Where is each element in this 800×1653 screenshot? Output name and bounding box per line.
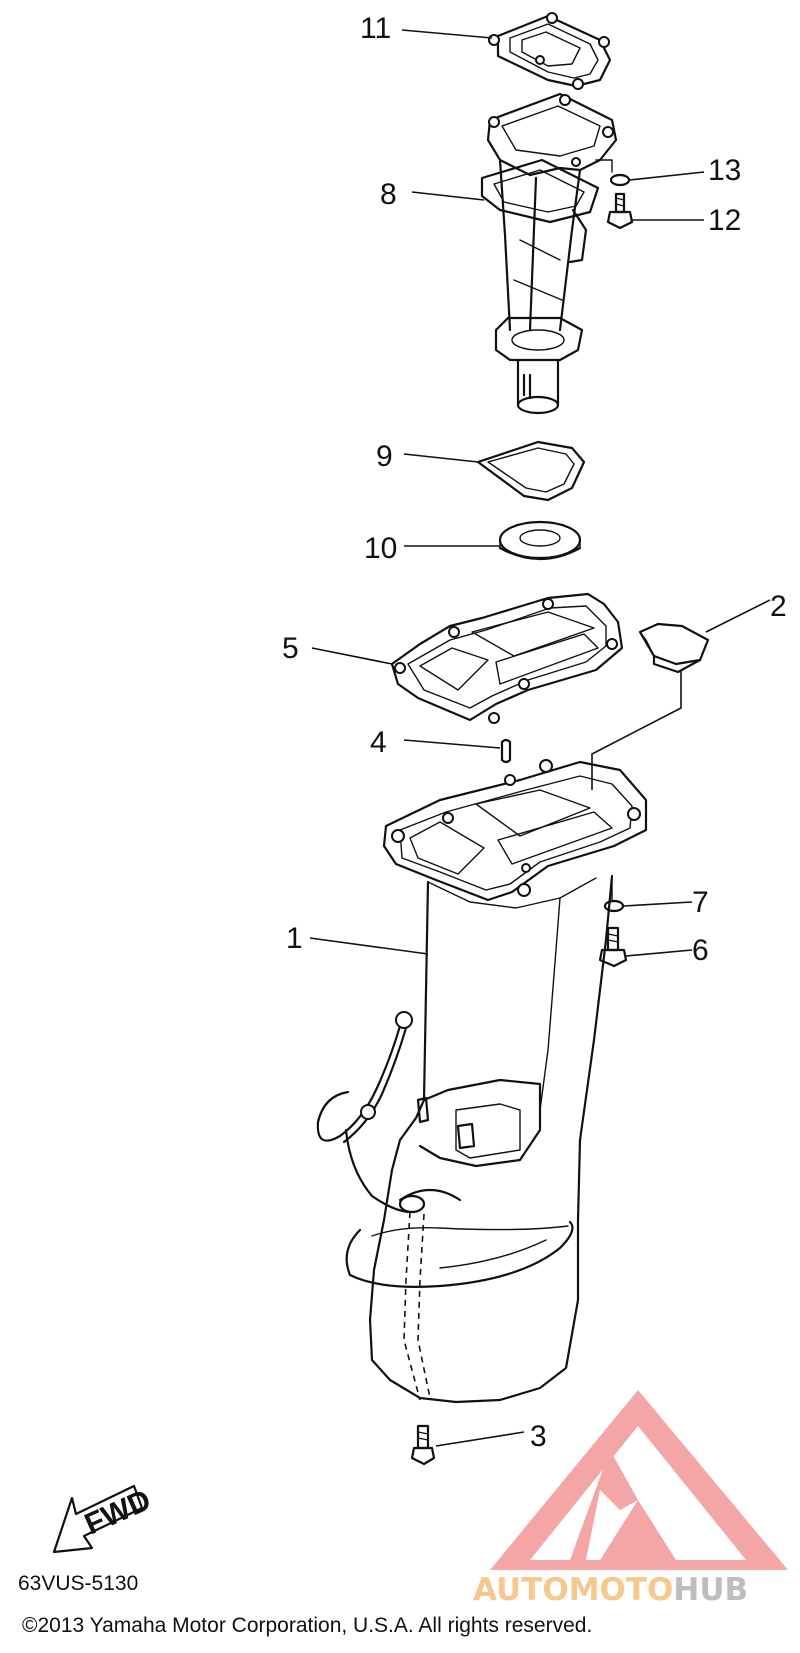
part-5-gasket — [390, 592, 624, 724]
part-2-cover — [638, 622, 710, 674]
part-3-bolt — [410, 1424, 436, 1466]
callout-1: 1 — [286, 922, 303, 955]
leader-lines — [309, 29, 771, 1447]
part-9-seal — [476, 440, 586, 502]
part-11-gasket — [488, 12, 612, 90]
copyright-notice: ©2013 Yamaha Motor Corporation, U.S.A. A… — [22, 1614, 593, 1637]
callout-9: 9 — [376, 440, 393, 473]
part-6-bolt — [598, 926, 628, 968]
part-7-washer — [603, 875, 625, 913]
part-8-exhaust-guide — [480, 92, 618, 415]
part-1-upper-casing — [345, 759, 648, 1404]
brand-part1: AUTOMOTO — [473, 1572, 674, 1608]
callout-8: 8 — [380, 178, 397, 211]
callout-12: 12 — [708, 204, 741, 237]
brand-part2: HUB — [673, 1572, 749, 1608]
callout-13: 13 — [708, 154, 741, 187]
callout-6: 6 — [692, 934, 709, 967]
callout-10: 10 — [364, 532, 397, 565]
callout-4: 4 — [370, 726, 387, 759]
part-4-dowel — [500, 738, 512, 764]
automotohub-wordmark: AUTOMOTOHUB — [473, 1572, 748, 1608]
fwd-label: FWD — [80, 1483, 156, 1541]
callout-3: 3 — [530, 1420, 547, 1453]
callout-11: 11 — [360, 12, 391, 45]
diagram-part-code: 63VUS-5130 — [18, 1572, 139, 1595]
callout-2: 2 — [770, 590, 787, 623]
callout-5: 5 — [282, 632, 299, 665]
callout-7: 7 — [692, 886, 709, 919]
callout-labels: 11 8 13 12 9 10 5 2 4 7 6 1 3 — [282, 12, 787, 1453]
part-12-bolt — [606, 192, 634, 230]
fwd-arrow-icon: FWD — [52, 1483, 156, 1554]
part-13-washer — [595, 159, 631, 187]
automotohub-logo — [490, 1390, 788, 1570]
ground-wire — [316, 1011, 413, 1214]
part-10-grommet — [498, 520, 582, 561]
